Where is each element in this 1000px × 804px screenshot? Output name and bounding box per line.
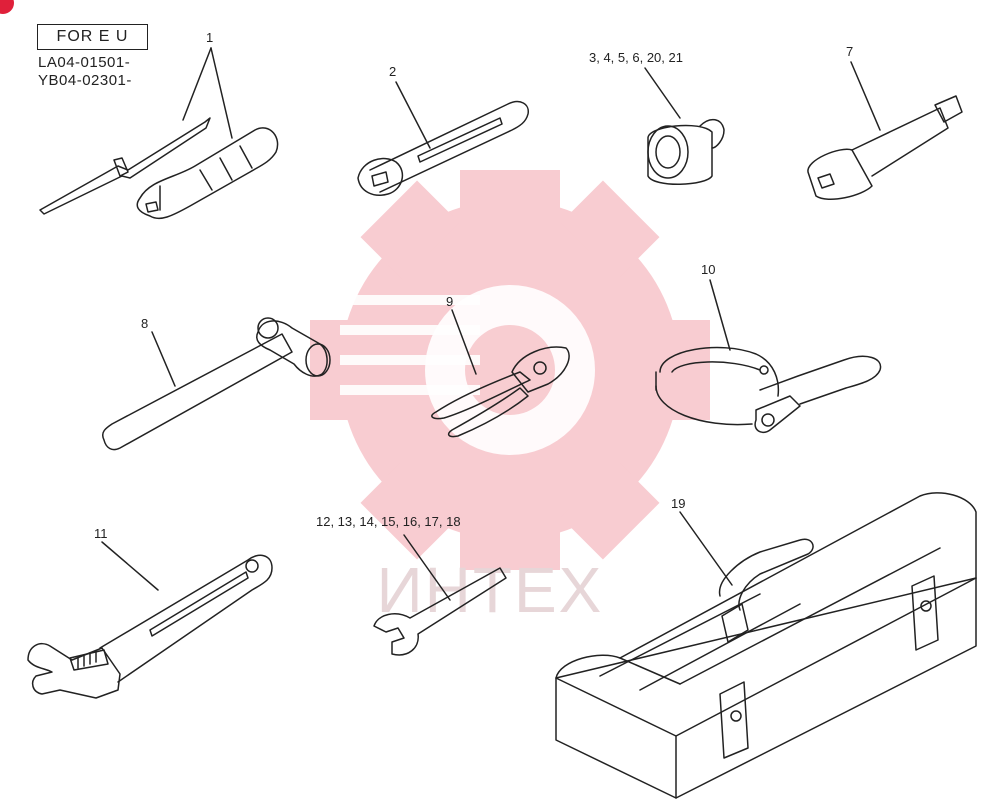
callout-3-6-20-21: 3, 4, 5, 6, 20, 21 bbox=[589, 50, 683, 65]
ratchet-handle-drawing bbox=[357, 100, 529, 196]
callout-12-18: 12, 13, 14, 15, 16, 17, 18 bbox=[316, 514, 461, 529]
callout-11: 11 bbox=[94, 526, 108, 541]
socket-drawing bbox=[647, 118, 725, 185]
callout-7: 7 bbox=[846, 44, 854, 59]
serial-line-2: YB04-02301- bbox=[38, 72, 132, 89]
corner-marker bbox=[0, 0, 14, 14]
tool-box-drawing bbox=[555, 492, 977, 799]
callout-2: 2 bbox=[389, 64, 397, 79]
pliers-drawing bbox=[431, 346, 570, 438]
hammer-drawing bbox=[101, 317, 331, 451]
screwdriver-drawing bbox=[39, 117, 279, 220]
region-label: FOR E U bbox=[37, 24, 148, 50]
callout-10: 10 bbox=[701, 262, 716, 277]
leader-lines bbox=[101, 47, 881, 601]
callout-8: 8 bbox=[141, 316, 149, 331]
extension-bar-drawing bbox=[807, 95, 963, 200]
serial-line-1: LA04-01501- bbox=[38, 54, 131, 71]
callout-9: 9 bbox=[446, 294, 454, 309]
callout-1: 1 bbox=[206, 30, 214, 45]
filter-wrench-drawing bbox=[655, 346, 882, 434]
callout-19: 19 bbox=[671, 496, 686, 511]
watermark-text: ИНТЕХ bbox=[377, 554, 604, 626]
adjustable-wrench-drawing bbox=[27, 554, 273, 699]
open-end-wrench-drawing bbox=[373, 567, 507, 656]
